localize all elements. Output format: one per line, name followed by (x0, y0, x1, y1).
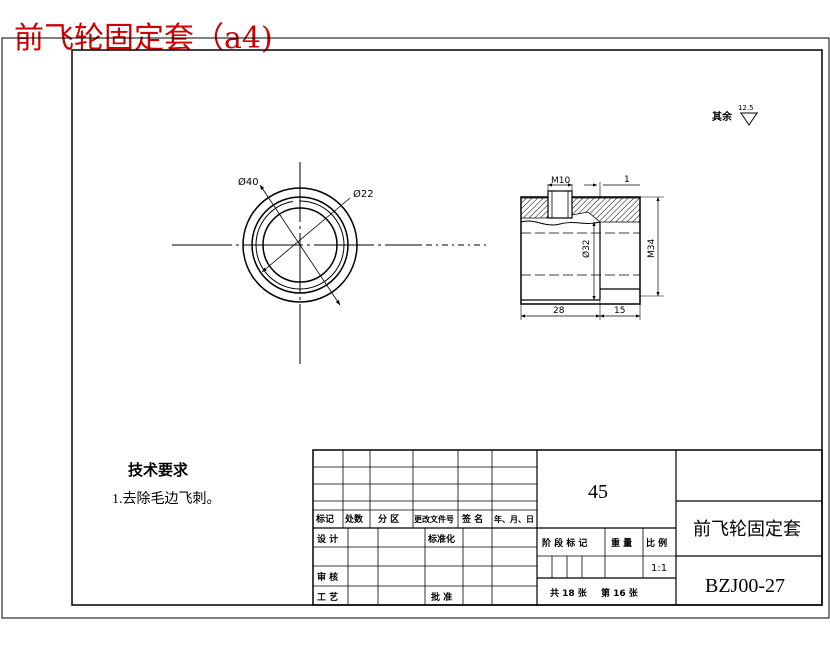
dim-len15: 15 (614, 306, 625, 316)
title-block (312, 449, 823, 606)
rev-h-docno: 更改文件号 (414, 514, 454, 524)
rev-h-zone: 分 区 (378, 513, 399, 525)
weight-label: 重 量 (611, 537, 632, 549)
scale-value: 1:1 (651, 563, 667, 574)
rev-h-count: 处数 (344, 513, 364, 525)
tech-heading: 技术要求 (128, 461, 189, 479)
drawing-number: BZJ00-27 (705, 575, 785, 597)
scale-label: 比 例 (646, 537, 667, 549)
dim-m34: M34 (647, 239, 657, 258)
total-sheets: 共 18 张 (550, 587, 588, 599)
dim-d32: Ø32 (581, 239, 592, 258)
rev-h-mark: 标记 (315, 513, 334, 525)
dim-len28: 28 (553, 306, 565, 316)
material: 45 (588, 481, 608, 503)
rev-h-date: 年、月、日 (494, 514, 534, 524)
outer-border (1, 37, 830, 619)
tech-requirements: 技术要求 1.去除毛边飞刺。 (112, 461, 221, 507)
section-view: M10 1 Ø32 M34 28 15 (410, 175, 664, 320)
title-block-text: 45 前飞轮固定套 BZJ00-27 1:1 标记 处数 分 区 更改文件号 签… (315, 481, 801, 603)
dim-one: 1 (624, 175, 630, 185)
row-process: 工 艺 (317, 591, 338, 603)
row-design: 设 计 (317, 533, 338, 545)
roughness-label: 其余 (712, 110, 733, 123)
dim-d22: Ø22 (353, 188, 374, 200)
row-standard: 标准化 (427, 533, 455, 545)
front-view: Ø40 Ø22 (172, 162, 420, 365)
row-approve: 批 准 (431, 591, 452, 603)
row-review: 审 核 (317, 571, 338, 583)
dim-m10: M10 (551, 176, 570, 186)
sheet-number: 第 16 张 (601, 587, 639, 599)
dim-d40: Ø40 (238, 176, 259, 188)
tech-item-1: 1.去除毛边飞刺。 (112, 491, 221, 507)
roughness-symbol: 其余 12.5 (712, 104, 758, 126)
part-name: 前飞轮固定套 (693, 519, 801, 539)
roughness-value: 12.5 (738, 104, 754, 112)
rev-h-sign: 签 名 (461, 513, 483, 525)
stage-mark-label: 阶 段 标 记 (542, 537, 587, 549)
